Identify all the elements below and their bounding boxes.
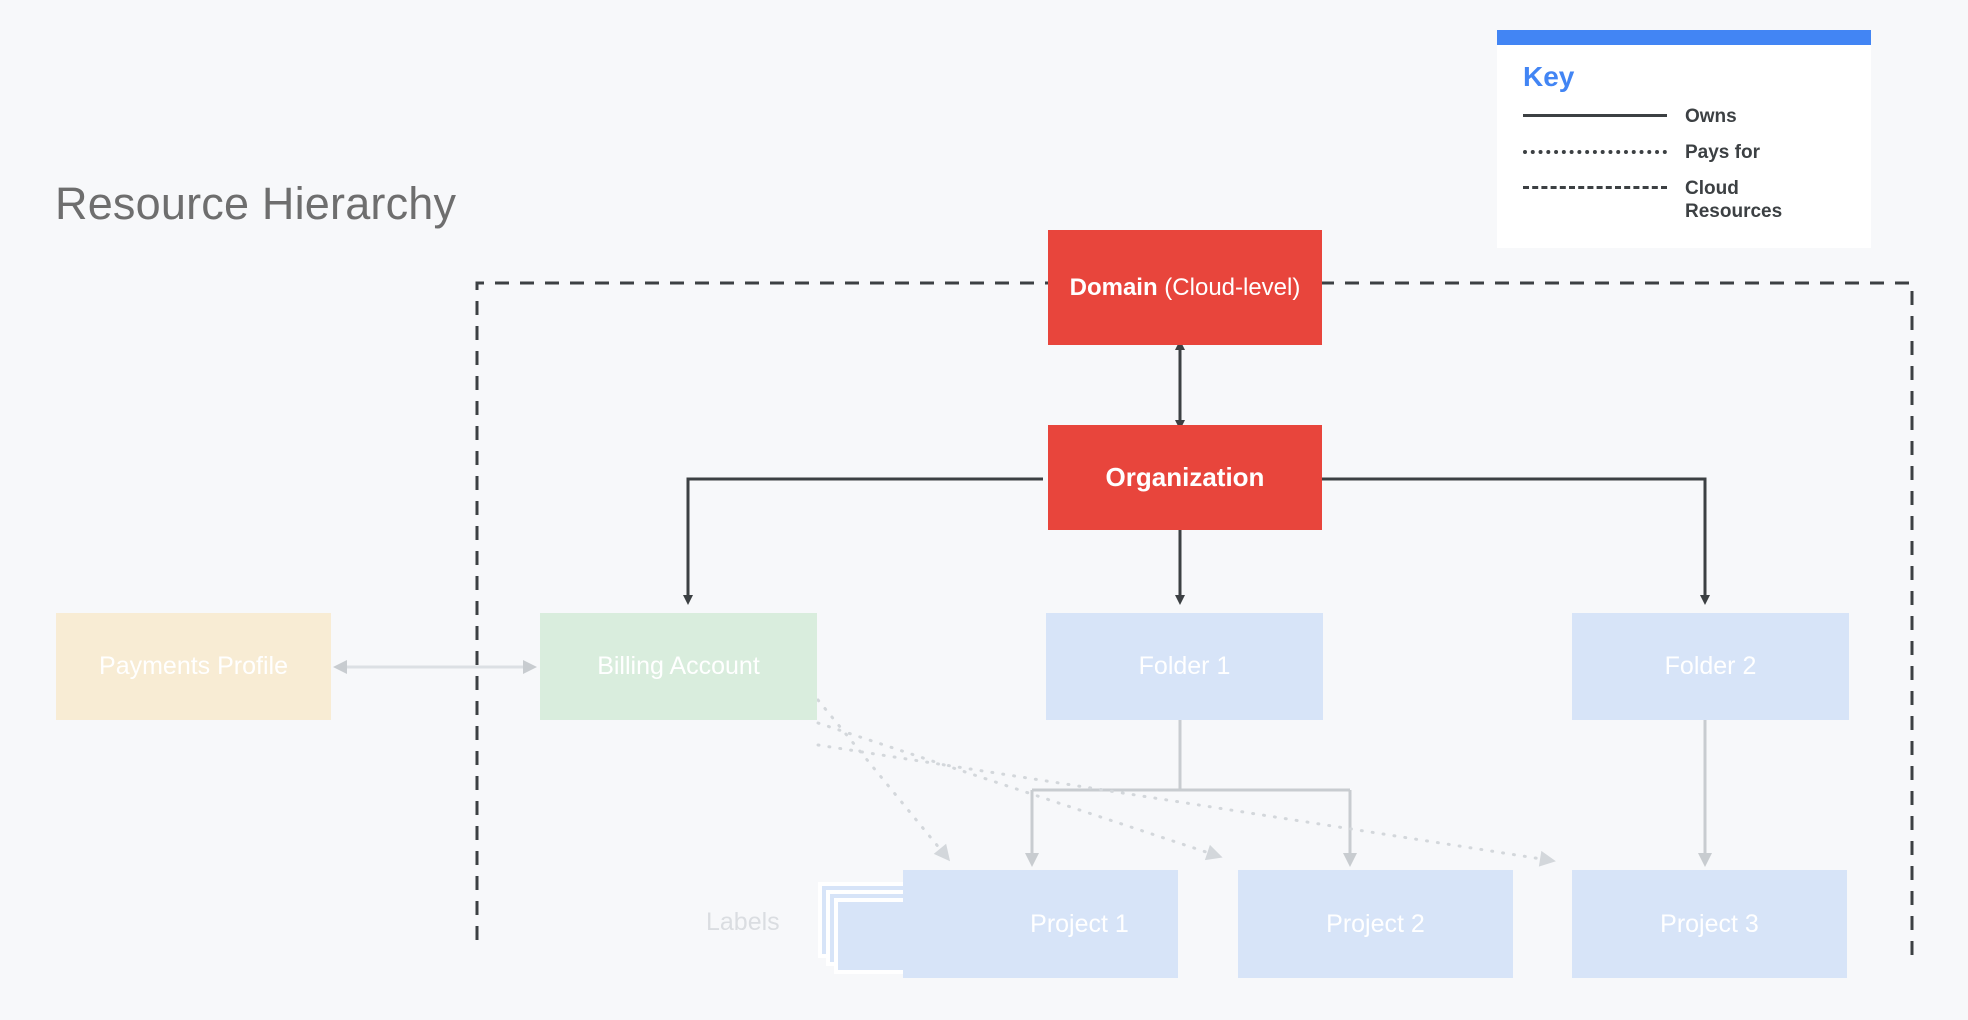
edge-folder1-projects-bus — [1030, 719, 1352, 858]
legend-item-owns: Owns — [1523, 105, 1871, 129]
node-folder-2[interactable]: Folder 2 — [1572, 613, 1849, 720]
labels-text: Labels — [706, 908, 780, 936]
legend-line-solid-icon — [1523, 105, 1667, 127]
edge-billing-account-project3 — [816, 743, 1556, 867]
edge-billing-account-project1 — [816, 698, 951, 862]
legend-body: Key Owns Pays for Cloud Resources — [1497, 45, 1871, 248]
legend-item-cloud-resources-label: Cloud Resources — [1685, 177, 1783, 223]
edge-organization-billing-account — [683, 477, 1043, 605]
node-project-2-label: Project 2 — [1326, 909, 1425, 938]
key-legend: Key Owns Pays for Cloud Resources — [1497, 30, 1871, 248]
node-project-1[interactable]: Project 1 — [903, 870, 1178, 978]
node-organization-label: Organization — [1105, 461, 1265, 492]
node-domain-label-bold: Domain — [1069, 273, 1158, 301]
node-payments-profile[interactable]: Payments Profile — [56, 613, 331, 720]
node-project-3[interactable]: Project 3 — [1572, 870, 1847, 978]
edge-organization-folder2 — [1318, 477, 1710, 605]
node-domain-label-regular: (Cloud-level) — [1157, 273, 1301, 301]
legend-accent-bar — [1497, 30, 1871, 45]
legend-item-pays-for: Pays for — [1523, 141, 1871, 165]
node-project-2[interactable]: Project 2 — [1238, 870, 1513, 978]
node-folder-2-label: Folder 2 — [1664, 652, 1757, 681]
node-organization[interactable]: Organization — [1048, 425, 1322, 530]
node-project-1-label: Project 1 — [1030, 909, 1129, 938]
node-project-3-label: Project 3 — [1660, 909, 1759, 938]
node-domain[interactable]: Domain (Cloud-level) — [1048, 230, 1322, 345]
node-domain-label: Domain (Cloud-level) — [1070, 274, 1301, 302]
node-folder-1[interactable]: Folder 1 — [1046, 613, 1323, 720]
node-folder-1-label: Folder 1 — [1138, 652, 1231, 681]
node-payments-profile-label: Payments Profile — [99, 652, 288, 681]
legend-item-cloud-resources: Cloud Resources — [1523, 177, 1871, 225]
node-billing-account[interactable]: Billing Account — [540, 613, 817, 720]
legend-line-dashed-icon — [1523, 177, 1667, 199]
page-title: Resource Hierarchy — [55, 178, 457, 229]
legend-line-dotted-icon — [1523, 141, 1667, 163]
edge-billing-account-project2 — [816, 721, 1223, 861]
legend-title: Key — [1523, 61, 1575, 92]
node-billing-account-label: Billing Account — [597, 652, 760, 681]
legend-item-owns-label: Owns — [1685, 106, 1737, 127]
legend-item-pays-for-label: Pays for — [1685, 141, 1760, 163]
